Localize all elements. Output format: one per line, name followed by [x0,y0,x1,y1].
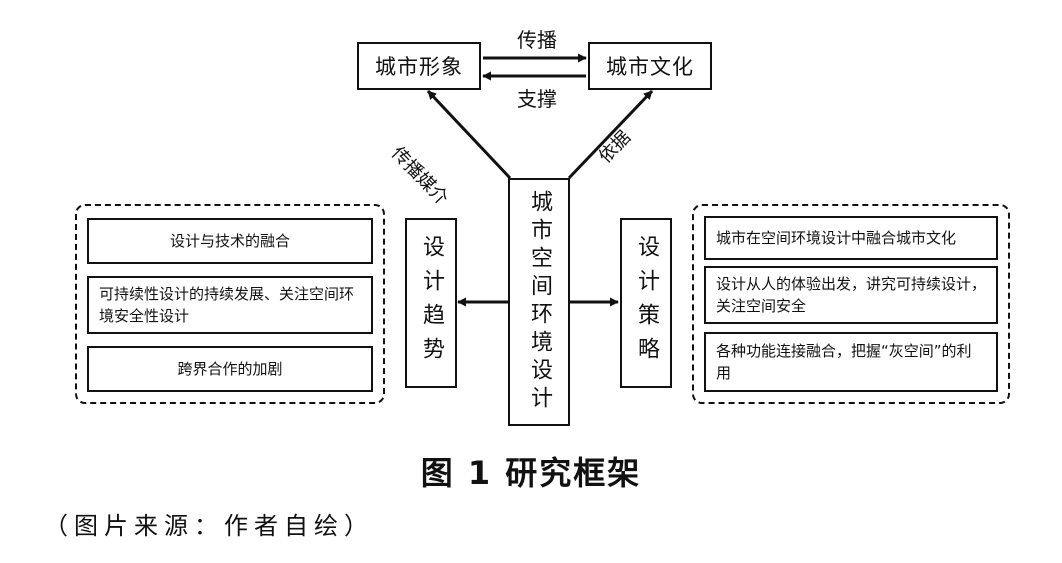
trend-item-1: 设计与技术的融合 [87,218,373,264]
edge-label-spread: 传播 [517,28,557,52]
figure-title: 图 1 研究框架 [420,454,642,492]
node-design-trend: 设计趋势 [405,218,457,388]
node-design-strategy: 设计策略 [620,218,672,388]
node-city-culture-label: 城市文化 [606,55,694,79]
strategy-item-3: 各种功能连接融合，把握“灰空间”的利用 [704,332,998,392]
node-city-image-label: 城市形象 [375,55,463,79]
strategy-item-1: 城市在空间环境设计中融合城市文化 [704,216,998,260]
node-city-image: 城市形象 [357,42,481,90]
node-design-trend-label: 设计趋势 [419,235,444,371]
arrow-medium [426,89,512,180]
trend-item-2: 可持续性设计的持续发展、关注空间环境安全性设计 [87,276,373,334]
arrow-basis [567,89,654,180]
strategy-group [692,204,1010,404]
trend-item-3-text: 跨界合作的加剧 [177,360,283,378]
node-center: 城市空间环境设计 [508,178,570,426]
node-center-label: 城市空间环境设计 [527,190,552,414]
strategy-item-2-text: 设计从人的体验出发，讲究可持续设计，关注空间安全 [716,275,987,315]
figure-source: （图片来源：作者自绘） [44,512,374,540]
trend-item-2-text: 可持续性设计的持续发展、关注空间环境安全性设计 [99,285,355,325]
trend-item-1-text: 设计与技术的融合 [169,232,290,250]
trend-item-3: 跨界合作的加剧 [87,346,373,392]
strategy-item-3-text: 各种功能连接融合，把握“灰空间”的利用 [716,342,972,382]
strategy-item-2: 设计从人的体验出发，讲究可持续设计，关注空间安全 [704,266,998,324]
edge-label-support: 支撑 [517,87,557,111]
trend-group [75,204,385,404]
node-design-strategy-label: 设计策略 [634,235,659,371]
strategy-item-1-text: 城市在空间环境设计中融合城市文化 [716,229,957,247]
node-city-culture: 城市文化 [588,42,712,90]
